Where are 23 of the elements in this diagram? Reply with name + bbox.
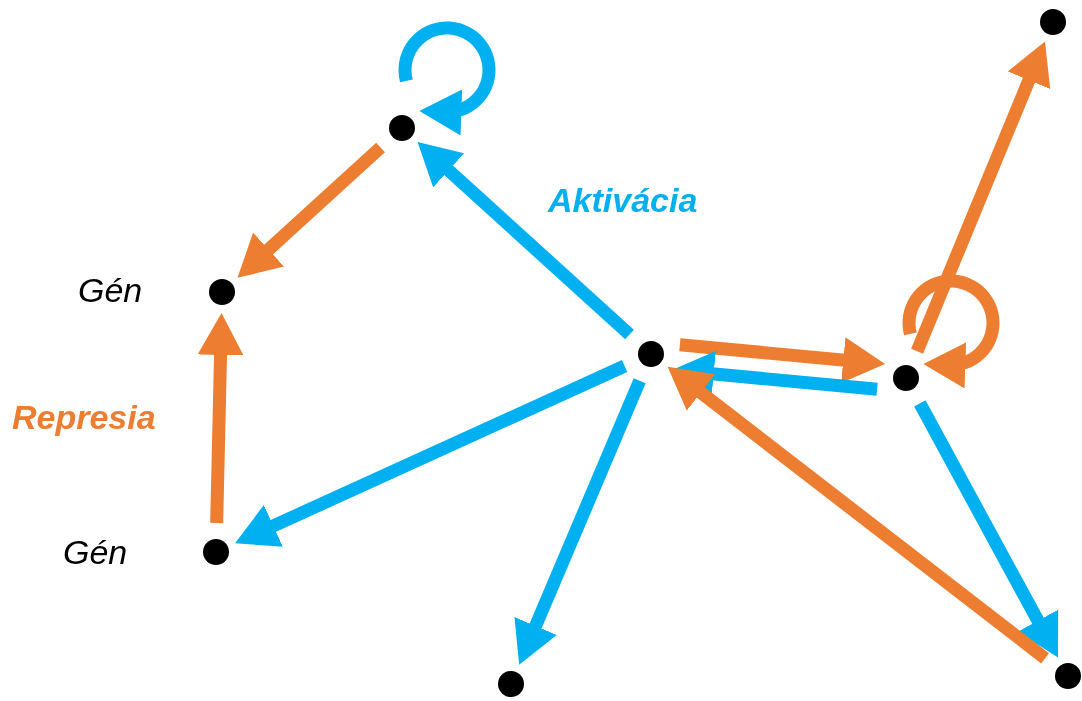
self-loop-arrow <box>902 274 1000 389</box>
arrow <box>911 41 1051 354</box>
label-text: Aktivácia <box>548 180 698 220</box>
arrow <box>514 378 646 665</box>
arrow <box>197 313 244 524</box>
dot <box>638 341 664 367</box>
dot <box>203 539 229 565</box>
node-caption: Gén <box>78 270 143 310</box>
arrow <box>914 400 1059 658</box>
arrow <box>235 360 628 547</box>
dot <box>893 365 919 391</box>
arrow <box>417 142 634 340</box>
dot <box>1040 9 1066 35</box>
dot <box>209 279 235 305</box>
dot <box>389 115 415 141</box>
self-loop-arrow <box>398 21 496 136</box>
arrow <box>667 366 1050 664</box>
arrow <box>237 142 385 278</box>
label-text: Represia <box>12 397 156 437</box>
dot <box>498 671 524 697</box>
dot <box>1055 663 1081 689</box>
arrow <box>679 337 886 383</box>
node-caption: Gén <box>63 532 128 572</box>
